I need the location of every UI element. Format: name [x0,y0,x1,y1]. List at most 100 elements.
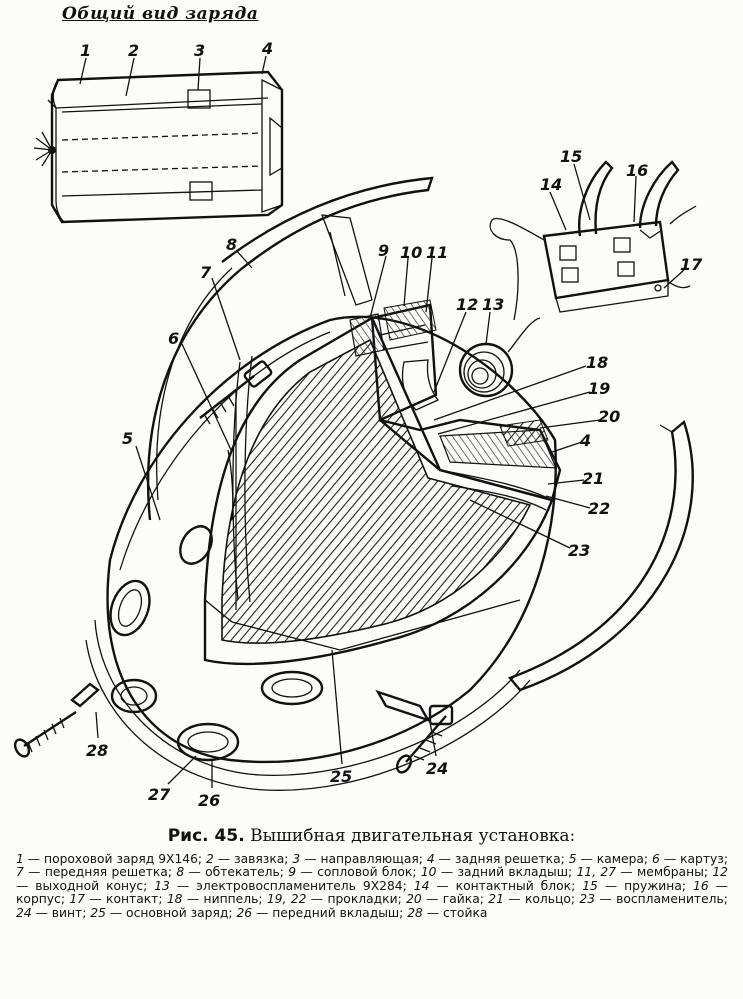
legend-number: 11, 27 [576,865,617,880]
legend-number: 17 [69,892,86,907]
legend-number: 8 [176,865,185,880]
legend-item: 18 — ниппель [167,892,258,906]
bolt-left-icon [199,360,273,425]
figure-caption: Рис. 45. Вышибная двигательная установка… [0,826,743,846]
label-10: 10 [400,243,422,262]
label-23: 23 [568,541,590,560]
legend-item: 28 — стойка [407,906,487,920]
legend-number: 25 [90,905,106,920]
label-22: 22 [588,499,610,518]
legend-number: 16 [693,878,709,893]
legend-item: 1 — пороховой заряд 9Х146 [16,852,198,866]
label-16: 16 [626,161,648,180]
inset-title: Общий вид заряда [62,4,259,24]
label-25: 25 [330,767,352,786]
legend-item: 13 — электровоспламенитель 9Х284 [154,879,402,893]
technical-drawing: 1 2 3 4 5 6 7 8 9 10 11 12 13 14 15 16 1… [13,39,703,810]
legend-item: 16 — корпус [16,879,728,906]
legend-text: — корпус [16,878,728,907]
figure-title: Вышибная двигательная установка: [250,826,576,846]
legend-number: 2 [206,852,214,866]
legend-text: — воспламенитель [595,892,724,907]
legend-text: — пружина [597,878,682,893]
legend-number: 6 [652,852,660,866]
label-20: 20 [598,407,620,426]
legend-number: 20 [406,892,422,907]
legend-number: 24 [16,905,32,920]
contact-block-icon [489,160,697,321]
label-28: 28 [86,741,108,760]
legend-text: — картуз [659,852,724,866]
legend-item: 24 — винт [16,906,82,920]
label-26: 26 [198,791,220,810]
legend-number: 4 [426,852,435,866]
legend-text: — гайка [421,892,480,907]
label-1: 1 [80,41,91,60]
label-19: 19 [588,379,610,398]
legend-item: 2 — завязка [206,852,284,866]
screw-right-icon [375,689,454,774]
inset-charge-view [33,70,284,224]
legend-text: — ниппель [182,892,259,907]
legend-item: 3 — направляющая [292,852,418,866]
figure-number: Рис. 45. [167,826,245,846]
label-14: 14 [540,175,562,194]
label-24: 24 [426,759,448,778]
figure-legend: 1 — пороховой заряд 9Х146; 2 — завязка; … [16,852,728,920]
legend-number: 19, 22 [266,892,307,907]
label-21: 21 [582,469,604,488]
legend-item: 12 — выходной конус [16,865,728,893]
legend-item: 14 — контактный блок [414,879,571,893]
legend-number: 18 [166,892,183,907]
legend-item: 19, 22 — прокладки [267,892,398,906]
legend-text: — задняя решетка [434,852,561,866]
legend-number: 14 [413,878,430,893]
label-4: 4 [261,39,273,58]
nozzle-windows [109,525,324,762]
legend-number: 26 [236,905,253,920]
legend-number: 3 [292,852,301,866]
legend-text: — мембраны [616,865,704,880]
legend-text: — передний вкладыш [252,905,400,920]
legend-text: — завязка [213,852,285,866]
legend-item: 25 — основной заряд [90,906,228,920]
legend-item: 7 — передняя решетка [16,865,168,879]
legend-number: 5 [568,852,577,866]
legend-number: 15 [582,878,598,893]
legend-text: — контакт [85,892,159,907]
label-6: 6 [168,329,179,348]
legend-number: 21 [488,892,504,907]
legend-item: 17 — контакт [69,892,158,906]
label-2: 2 [128,41,139,60]
legend-text: — задний вкладыш [436,865,568,880]
legend-text: — контактный блок [429,878,572,893]
legend-number: 28 [407,905,423,920]
legend-text: — основной заряд [105,905,229,920]
label-15: 15 [560,147,582,166]
legend-text: — винт [31,905,83,920]
label-27: 27 [148,785,171,804]
legend-item: 10 — задний вкладыш [421,865,568,879]
legend-item: 20 — гайка [406,892,480,906]
legend-number: 1 [16,852,24,866]
legend-text: — обтекатель [184,865,280,880]
legend-item: 4 — задняя решетка [427,852,561,866]
label-17: 17 [680,255,703,274]
legend-number: 13 [154,878,170,893]
legend-text: — камера [576,852,644,866]
legend-text: — стойка [422,905,488,920]
legend-item: 26 — передний вкладыш [236,906,399,920]
legend-item: 15 — пружина [582,879,682,893]
legend-text: — кольцо [503,892,571,907]
legend-item: 5 — камера [569,852,644,866]
legend-item: 8 — обтекатель [176,865,279,879]
legend-number: 10 [420,865,437,880]
legend-item: 23 — воспламенитель [579,892,723,906]
label-9: 9 [378,241,389,260]
label-5: 5 [122,429,133,448]
tassel-icon [33,131,56,167]
engine-assembly [13,160,697,791]
label-13: 13 [482,295,504,314]
label-3: 3 [194,41,205,60]
